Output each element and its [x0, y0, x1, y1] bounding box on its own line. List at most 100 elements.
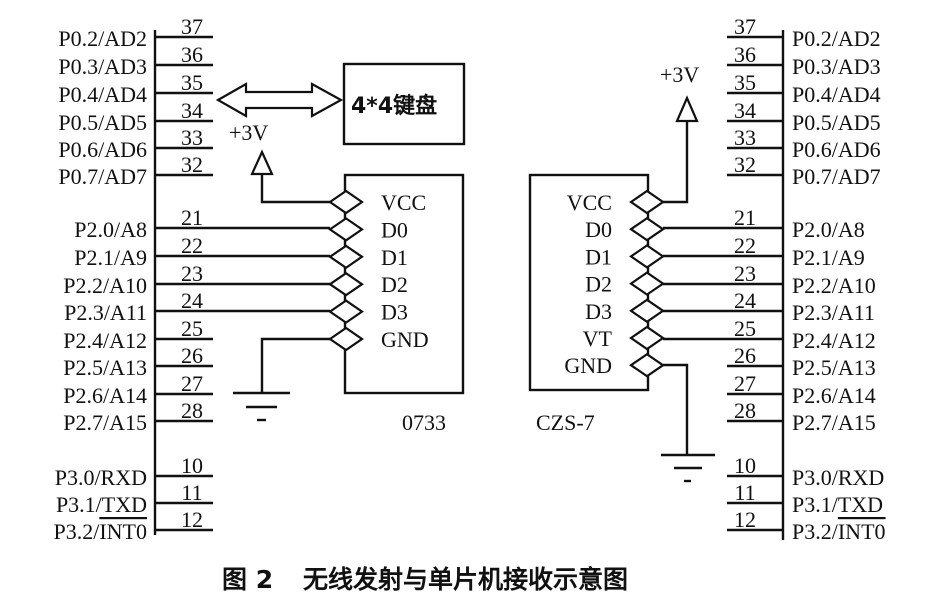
pin-row: 37 P0.2/AD2 [727, 14, 881, 51]
keyboard-block [342, 62, 466, 146]
pin-signal-name: P2.6/A14 [792, 383, 876, 408]
receiver-vcc-wire [663, 121, 689, 204]
pin-number: 28 [181, 398, 203, 423]
connector-diamond-icon [629, 325, 665, 351]
pin-number: 25 [181, 316, 203, 341]
pin-number: 34 [734, 98, 756, 123]
module-pin-label: GND [381, 327, 429, 352]
pin-signal-name: P2.0/A8 [74, 217, 147, 242]
transmitter-model-label: 0733 [402, 410, 446, 435]
pin-row: 21 P2.0/A8 [74, 205, 330, 242]
figure-number: 图 2 [222, 565, 273, 594]
module-pin: D3 [328, 299, 408, 325]
pin-number: 36 [734, 42, 756, 67]
pin-number: 10 [181, 453, 203, 478]
module-pin-label: D2 [585, 272, 612, 297]
connector-diamond-icon [629, 189, 665, 215]
module-pin-label: D0 [585, 217, 612, 242]
pin-signal-name: P2.2/A10 [792, 273, 876, 298]
supply-arrow-icon [675, 95, 699, 123]
connector-diamond-icon [629, 244, 665, 269]
pin-signal-name: P0.5/AD5 [58, 110, 147, 135]
connector-diamond-icon [328, 271, 364, 297]
pin-signal-name: P2.0/A8 [792, 217, 865, 242]
pin-number: 24 [181, 288, 203, 313]
figure-caption: 无线发射与单片机接收示意图 [303, 565, 628, 594]
pin-signal-name: P3.0/RXD [792, 465, 884, 490]
pin-signal-name: P2.1/A9 [74, 245, 147, 270]
pin-signal-name: P3.2/INT0 [53, 519, 147, 544]
pin-signal-name: P3.1/TXD [56, 492, 147, 517]
connector-diamond-icon [328, 244, 364, 270]
pin-signal-name: P2.2/A10 [63, 273, 147, 298]
pin-number: 33 [734, 125, 756, 150]
pin-signal-name: P2.7/A15 [792, 410, 876, 435]
pin-row: 27 P2.6/A14 [63, 371, 213, 408]
keyboard-label: 4*4键盘 [351, 93, 437, 119]
connector-diamond-icon [328, 217, 364, 242]
pin-number: 23 [181, 261, 203, 286]
pin-signal-name: P3.2/INT0 [792, 519, 886, 544]
pin-signal-name: P0.4/AD4 [58, 82, 147, 107]
pin-number: 32 [734, 152, 756, 177]
supply-arrow-icon [250, 149, 274, 176]
module-pin-label: GND [564, 353, 612, 378]
module-pin-label: D0 [381, 217, 408, 242]
pin-signal-name: P2.7/A15 [63, 410, 147, 435]
pin-row: 12 P3.2/INT0 [53, 507, 213, 544]
pin-signal-name: P2.6/A14 [63, 383, 147, 408]
pin-number: 11 [734, 480, 755, 505]
left-mcu-pins: 37P0.2/AD236P0.3/AD335P0.4/AD434P0.5/AD5… [53, 14, 330, 544]
pin-number: 28 [734, 398, 756, 423]
pin-signal-name: P0.3/AD3 [58, 54, 147, 79]
connector-diamond-icon [629, 216, 665, 242]
pin-number: 12 [734, 507, 756, 532]
pin-signal-name: P0.3/AD3 [792, 54, 881, 79]
pin-number: 27 [734, 371, 756, 396]
receiver-supply-label: +3V [660, 62, 699, 87]
pin-number: 34 [181, 98, 203, 123]
pin-number: 12 [181, 507, 203, 532]
module-pin: VCC [567, 189, 665, 215]
pin-row: 33 P0.6/AD6 [727, 125, 881, 162]
pin-signal-name: P0.2/AD2 [58, 26, 147, 51]
module-pin-label: D3 [585, 299, 612, 324]
module-pin-label: VT [583, 326, 613, 351]
pin-row: 28 P2.7/A15 [727, 398, 876, 435]
pin-signal-name: P2.3/A11 [64, 300, 147, 325]
pin-row: 36 P0.3/AD3 [727, 42, 881, 79]
module-pin-label: D2 [381, 272, 408, 297]
connector-diamond-icon [629, 298, 665, 324]
ground-symbol-icon [233, 391, 290, 422]
pin-signal-name: P0.6/AD6 [792, 137, 881, 162]
pin-number: 22 [734, 233, 756, 258]
pin-number: 21 [181, 205, 203, 230]
pin-row: 24 P2.3/A11 [64, 288, 330, 325]
module-pin: GND [564, 352, 665, 378]
module-pin-label: D1 [381, 245, 408, 270]
transmitter-gnd-wire [260, 337, 330, 393]
pin-number: 35 [734, 70, 756, 95]
pin-signal-name: P3.1/TXD [792, 492, 883, 517]
pin-signal-name: P0.2/AD2 [792, 26, 881, 51]
receiver-model-label: CZS-7 [536, 410, 595, 435]
pin-number: 27 [181, 371, 203, 396]
bidirectional-bus-arrow-icon [215, 82, 344, 118]
pin-number: 37 [734, 14, 756, 39]
module-pin: D1 [328, 244, 408, 270]
module-pin: VCC [328, 189, 426, 215]
